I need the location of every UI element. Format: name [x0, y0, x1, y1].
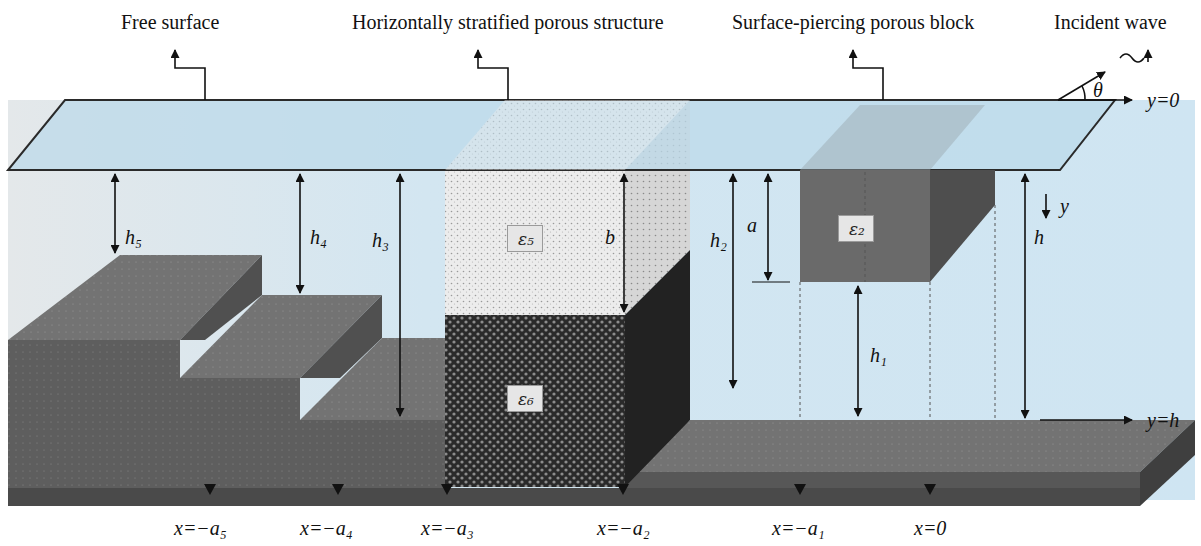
- coordinate-label: x=−a₁: [772, 517, 825, 539]
- depth-label: h₃: [372, 229, 389, 251]
- depth-label: h₂: [710, 229, 727, 251]
- porosity-tag: ε₅: [507, 225, 543, 252]
- dimension-label: a: [747, 214, 757, 236]
- block-label: Surface-piercing porous block: [732, 11, 974, 33]
- axis-label: y=0: [1147, 89, 1179, 111]
- surface-label: Free surface: [121, 11, 219, 33]
- angle-symbol: θ: [1093, 79, 1103, 101]
- porosity-symbol: ε₂: [849, 220, 863, 239]
- depth-label: h₁: [870, 344, 887, 366]
- axis-label: y=h: [1147, 409, 1179, 431]
- coordinate-label: x=−a₅: [174, 517, 227, 539]
- wave-label: Incident wave: [1054, 11, 1167, 33]
- depth-label: h: [1034, 226, 1044, 248]
- depth-label: h₅: [125, 226, 142, 248]
- axis-label: y: [1060, 195, 1069, 217]
- depth-label: h₄: [310, 226, 327, 248]
- porosity-tag: ε₆: [507, 385, 543, 412]
- coordinate-label: x=0: [914, 517, 946, 539]
- porosity-symbol: ε₅: [518, 230, 532, 249]
- porosity-symbol: ε₆: [518, 390, 532, 409]
- coordinate-label: x=−a₃: [421, 517, 474, 539]
- porosity-tag: ε₂: [838, 215, 874, 242]
- coordinate-label: x=−a₂: [597, 517, 650, 539]
- coordinate-label: x=−a₄: [300, 517, 353, 539]
- dimension-label: b: [605, 226, 615, 248]
- structure-label: Horizontally stratified porous structure: [352, 11, 664, 33]
